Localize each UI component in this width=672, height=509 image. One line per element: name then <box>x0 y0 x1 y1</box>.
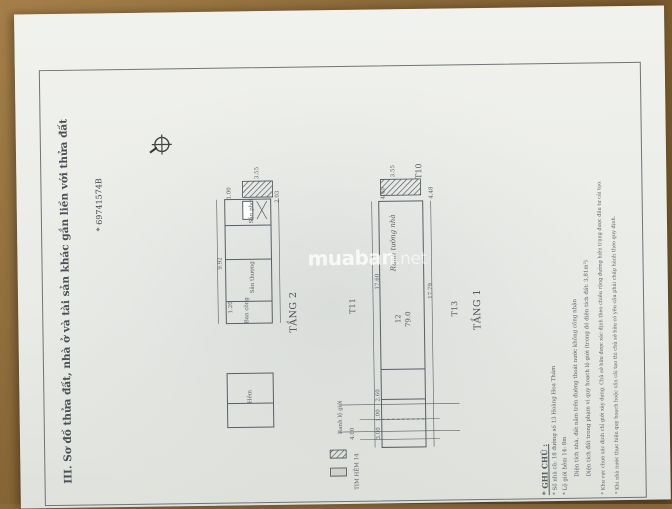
dim-1-20-a: 1.20 <box>228 301 234 313</box>
room-san-thuong: Sân thượng <box>249 261 255 293</box>
dim-17-79: 17.79 <box>428 283 434 299</box>
watermark-tld: .net <box>395 249 427 269</box>
lot-area: 79.0 <box>404 311 412 327</box>
dim-4-40: 4.40 <box>380 187 386 199</box>
watermark-brand: muaban <box>307 245 395 270</box>
room-ban-cong: Ban công <box>244 297 250 323</box>
watermark-logo: muaban.net <box>307 245 426 271</box>
lot-id: 12 <box>394 314 402 323</box>
dim-1-00: 1.00 <box>376 409 382 421</box>
dim-4-48: 4.48 <box>428 186 434 198</box>
road-boundary-label: Ranh lộ giới <box>337 400 343 434</box>
dim-4-00: 4.00 <box>350 428 356 440</box>
dim-2-60: 2.60 <box>375 389 381 401</box>
dim-17-60: 17.60 <box>375 274 381 290</box>
floor-label-tang1: TẦNG 1 <box>472 289 484 330</box>
lot-t10: T10 <box>414 163 423 179</box>
dim-3-00: 3.00 <box>376 427 382 439</box>
dim-2-03: 2.03 <box>275 191 281 203</box>
notes-heading: * GHI CHÚ : <box>540 444 550 495</box>
lot-t11: T11 <box>348 298 357 314</box>
street-label: TIM HẺM 14 <box>354 453 361 490</box>
floor-label-tang2: TẦNG 2 <box>288 291 300 332</box>
dim-width-b: 3.55 <box>390 165 396 177</box>
dim-1-00-b: 1.00 <box>226 187 232 199</box>
lot-t13: T13 <box>450 301 459 317</box>
note-2: * Lộ giới hẻm 14: 8m <box>562 436 569 494</box>
dim-width-a: 3.55 <box>254 167 260 179</box>
room-hem: Hẻm <box>247 390 253 403</box>
room-san-phoi: Sân phơi <box>249 199 255 224</box>
certificate-page: III. Sơ đồ thửa đất, nhà ở và tài sản kh… <box>14 5 671 508</box>
dim-9-92: 9.92 <box>217 257 223 269</box>
